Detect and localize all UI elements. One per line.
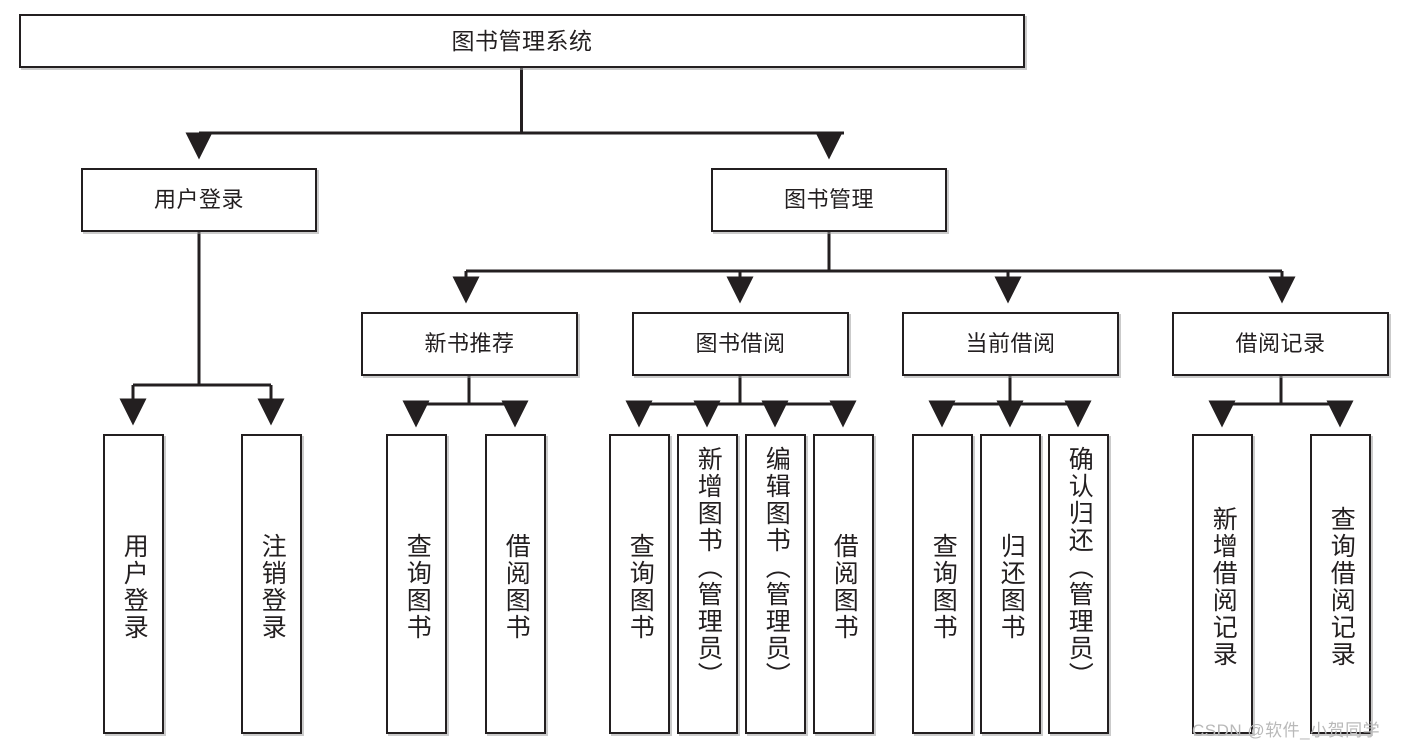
node-user-login-label: 用户登录 (153, 187, 244, 213)
node-root-label: 图书管理系统 (451, 27, 593, 54)
node-leaf-add-borrow-record-label: 新增借阅记录 (1209, 506, 1238, 668)
node-leaf-return-book-label: 归还图书 (997, 533, 1026, 641)
node-leaf-user-login[interactable]: 用户登录 (103, 434, 164, 734)
csdn-watermark: CSDN @软件_小贺同学 (1192, 721, 1381, 740)
node-new-book-recommendation-label: 新书推荐 (424, 331, 515, 357)
node-leaf-user-logout[interactable]: 注销登录 (241, 434, 302, 734)
node-leaf-query-book-borrow[interactable]: 查询图书 (609, 434, 670, 734)
node-leaf-edit-book-admin[interactable]: 编辑图书（管理员） (745, 434, 806, 734)
node-new-book-recommendation[interactable]: 新书推荐 (361, 312, 578, 376)
node-leaf-confirm-return-admin-label: 确认归还（管理员） (1065, 446, 1094, 689)
node-leaf-user-logout-label: 注销登录 (258, 533, 287, 641)
node-leaf-add-book-admin-label: 新增图书（管理员） (694, 446, 723, 689)
node-leaf-query-book-current[interactable]: 查询图书 (912, 434, 973, 734)
node-leaf-query-borrow-record-label: 查询借阅记录 (1327, 506, 1356, 668)
node-current-borrow-label: 当前借阅 (965, 331, 1056, 357)
node-leaf-borrow-book-recommend[interactable]: 借阅图书 (485, 434, 546, 734)
node-leaf-edit-book-admin-label: 编辑图书（管理员） (762, 446, 791, 689)
node-leaf-add-borrow-record[interactable]: 新增借阅记录 (1192, 434, 1253, 734)
node-leaf-borrow-book-label: 借阅图书 (830, 533, 859, 641)
node-leaf-query-book-recommend-label: 查询图书 (403, 533, 432, 641)
node-current-borrow[interactable]: 当前借阅 (902, 312, 1119, 376)
node-leaf-query-book-current-label: 查询图书 (929, 533, 958, 641)
node-book-management[interactable]: 图书管理 (711, 168, 947, 232)
node-leaf-borrow-book-recommend-label: 借阅图书 (502, 533, 531, 641)
node-user-login[interactable]: 用户登录 (81, 168, 317, 232)
node-leaf-query-book-borrow-label: 查询图书 (626, 533, 655, 641)
node-borrow-record-label: 借阅记录 (1235, 331, 1326, 357)
node-leaf-borrow-book[interactable]: 借阅图书 (813, 434, 874, 734)
node-book-borrow[interactable]: 图书借阅 (632, 312, 849, 376)
node-leaf-query-book-recommend[interactable]: 查询图书 (386, 434, 447, 734)
node-leaf-add-book-admin[interactable]: 新增图书（管理员） (677, 434, 738, 734)
node-book-management-label: 图书管理 (783, 187, 874, 213)
node-book-borrow-label: 图书借阅 (695, 331, 786, 357)
node-leaf-return-book[interactable]: 归还图书 (980, 434, 1041, 734)
node-root-book-management-system[interactable]: 图书管理系统 (19, 14, 1025, 68)
node-borrow-record[interactable]: 借阅记录 (1172, 312, 1389, 376)
node-leaf-confirm-return-admin[interactable]: 确认归还（管理员） (1048, 434, 1109, 734)
node-leaf-query-borrow-record[interactable]: 查询借阅记录 (1310, 434, 1371, 734)
node-leaf-user-login-label: 用户登录 (120, 533, 149, 641)
